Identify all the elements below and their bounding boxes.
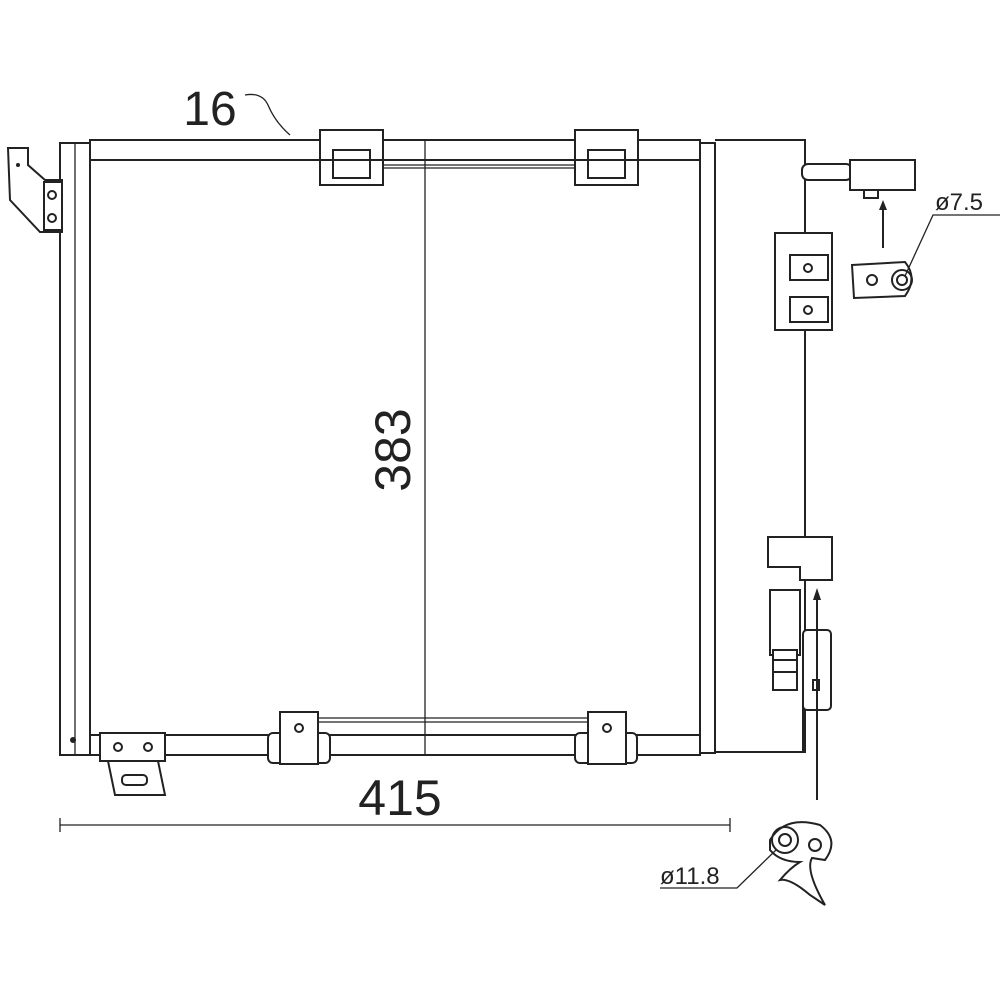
height-label: 383: [365, 408, 421, 491]
top-bracket-right: [574, 129, 639, 186]
bottom-bracket-right: [574, 711, 638, 765]
thickness-label: 16: [183, 83, 236, 136]
height-dimension: 383: [365, 140, 426, 755]
inlet-diameter-label: ø11.8: [660, 863, 720, 890]
left-side-rail: [59, 142, 91, 756]
right-brackets: [774, 232, 833, 331]
thickness-dimension: 16: [183, 83, 291, 136]
right-tank: [699, 139, 806, 754]
width-dimension: 415: [59, 770, 731, 832]
inlet-fitting: [660, 821, 833, 906]
left-mounting-bracket: [6, 147, 63, 233]
outlet-fitting: [850, 214, 1000, 300]
inlet-pipe: [767, 536, 833, 800]
top-bracket-left: [319, 129, 384, 186]
outlet-diameter-label: ø7.5: [935, 189, 983, 216]
outlet-pipe: [801, 159, 916, 248]
bottom-left-bracket: [99, 732, 167, 796]
width-label: 415: [358, 770, 441, 826]
bottom-bracket-mid: [267, 711, 331, 765]
